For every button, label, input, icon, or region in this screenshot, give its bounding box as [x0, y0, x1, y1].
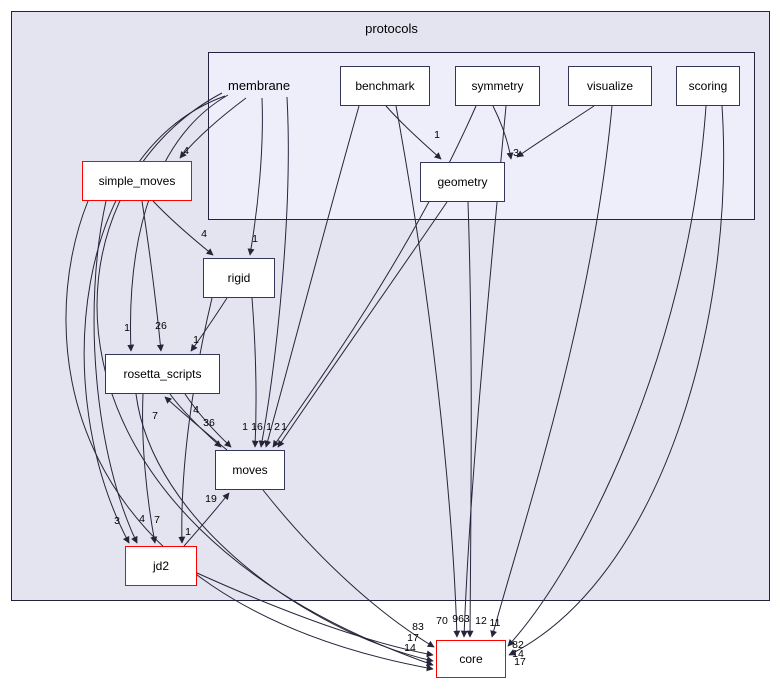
node-jd2[interactable]: jd2	[125, 546, 197, 586]
edge-rigid-rosetta_scripts	[190, 297, 228, 352]
edge-label: 1	[124, 322, 130, 334]
edge-label: 3	[513, 147, 519, 159]
edge-jd2-core	[196, 572, 434, 658]
edge-label: 4	[193, 404, 199, 416]
edge-rosetta_scripts-jd2	[142, 393, 158, 544]
edge-geometry-moves	[277, 201, 448, 448]
edge-visualize-core	[490, 105, 613, 638]
edge-label: 1	[193, 334, 199, 346]
edge-symmetry-geometry	[492, 105, 514, 160]
edge-label: 14	[512, 648, 524, 660]
edge-simple_moves-rosetta_scripts	[141, 200, 164, 352]
edge-label: 11	[489, 617, 501, 629]
edge-label: 7	[154, 514, 160, 526]
node-geometry-label: geometry	[437, 175, 488, 189]
edge-scoring-core-b	[508, 105, 725, 656]
node-simple-moves-label: simple_moves	[98, 174, 176, 188]
edge-label: 83	[412, 621, 424, 633]
edge-rosetta_scripts-core	[135, 393, 434, 664]
edge-simple_moves-core	[65, 200, 434, 672]
edge-label: 4	[201, 228, 207, 240]
edge-label: 1	[434, 129, 440, 141]
edge-label: 17	[514, 656, 526, 668]
edge-rigid-jd2	[178, 297, 213, 544]
node-rigid-label: rigid	[227, 271, 251, 285]
edge-visualize-geometry	[516, 105, 595, 158]
node-rigid[interactable]: rigid	[203, 258, 275, 298]
node-benchmark[interactable]: benchmark	[340, 66, 430, 106]
node-visualize[interactable]: visualize	[568, 66, 652, 106]
edge-moves-rosetta_scripts	[164, 396, 228, 451]
edge-symmetry-moves	[272, 105, 477, 448]
edge-label: 1	[242, 421, 248, 433]
edge-rosetta_scripts-moves-a	[169, 393, 222, 448]
edge-label: 1	[266, 421, 272, 433]
edge-membrane-core	[96, 92, 434, 667]
edge-membrane-simple_moves	[179, 97, 247, 159]
edge-label: 14	[404, 642, 416, 654]
edge-benchmark-moves	[264, 105, 360, 448]
edge-label: 1	[281, 421, 287, 433]
edge-label: 17	[407, 632, 419, 644]
edge-simple_moves-rigid	[152, 200, 214, 256]
edge-label: 7	[152, 410, 158, 422]
edge-label: 963	[452, 613, 470, 625]
node-symmetry-label: symmetry	[471, 79, 524, 93]
current-dir-label: membrane	[228, 78, 291, 93]
edge-jd2-moves	[183, 492, 230, 547]
edge-label: 1	[185, 526, 191, 538]
edge-moves-core	[262, 489, 435, 648]
node-moves[interactable]: moves	[215, 450, 285, 490]
node-geometry[interactable]: geometry	[420, 162, 505, 202]
edge-label: 3	[114, 515, 120, 527]
edge-label: 2	[274, 421, 280, 433]
edge-label: 82	[512, 639, 524, 651]
node-core[interactable]: core	[436, 640, 506, 678]
edge-rosetta_scripts-moves-b	[184, 393, 232, 448]
node-jd2-label: jd2	[152, 559, 169, 573]
edge-simple_moves-jd2	[93, 200, 138, 544]
edge-label: 16	[251, 421, 263, 433]
node-symmetry[interactable]: symmetry	[455, 66, 540, 106]
edge-membrane-rigid	[247, 97, 263, 256]
edge-label: 19	[205, 493, 217, 505]
edge-benchmark-core	[395, 105, 461, 638]
node-moves-label: moves	[232, 463, 268, 477]
edge-label: 12	[475, 615, 487, 627]
edge-label: 1	[252, 233, 258, 245]
edge-label: 26	[155, 320, 167, 332]
edge-label: 70	[436, 615, 448, 627]
node-simple-moves[interactable]: simple_moves	[82, 161, 192, 201]
cluster-protocols-label: protocols	[365, 21, 418, 36]
node-core-label: core	[459, 652, 483, 666]
edge-label: 36	[203, 417, 215, 429]
node-rosetta-scripts-label: rosetta_scripts	[123, 367, 202, 381]
node-visualize-label: visualize	[586, 79, 634, 93]
edge-scoring-core-a	[507, 105, 707, 647]
node-scoring[interactable]: scoring	[676, 66, 740, 106]
edge-membrane-jd2	[83, 95, 226, 544]
node-rosetta-scripts[interactable]: rosetta_scripts	[105, 354, 220, 394]
node-scoring-label: scoring	[688, 79, 728, 93]
edge-rigid-moves	[251, 297, 259, 448]
edge-geometry-core	[466, 201, 474, 638]
edge-label: 4	[139, 513, 145, 525]
edge-benchmark-geometry	[385, 105, 442, 160]
edge-label: 4	[183, 145, 189, 157]
edge-membrane-moves	[258, 96, 289, 448]
node-benchmark-label: benchmark	[355, 79, 415, 93]
